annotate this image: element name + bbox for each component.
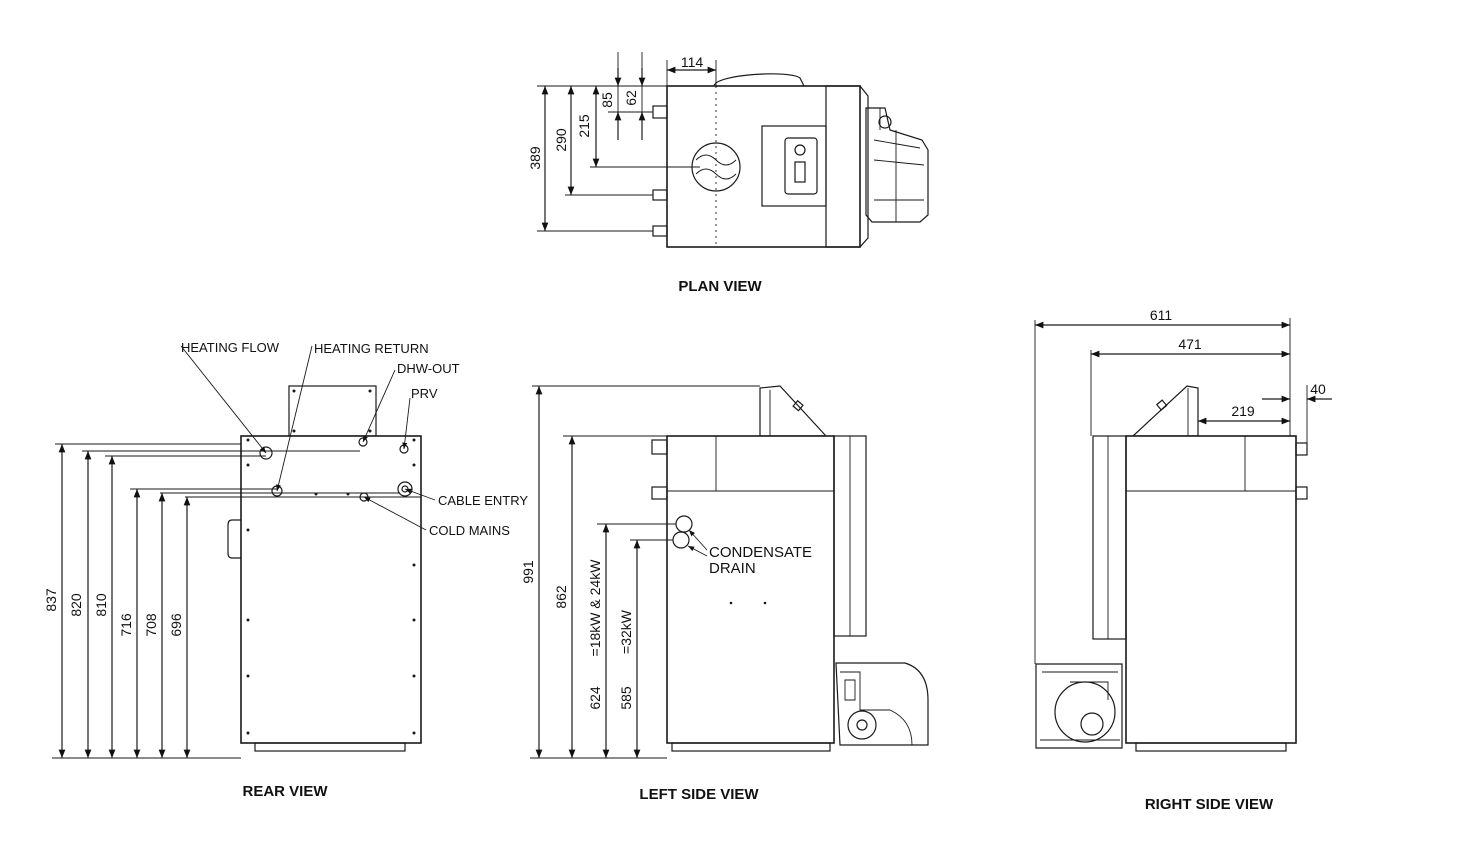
- dim-left-862: 862: [553, 585, 569, 609]
- label-dhw-out: DHW-OUT: [397, 361, 460, 376]
- dim-plan-85: 85: [599, 92, 615, 108]
- dim-plan-290: 290: [553, 128, 569, 152]
- plan-burner: [865, 107, 929, 223]
- dim-plan-215: 215: [576, 114, 592, 138]
- label-cable-entry: CABLE ENTRY: [438, 493, 528, 508]
- heating-flow-connection: [259, 446, 273, 460]
- dim-rear-810: 810: [93, 593, 109, 617]
- dim-right-40: 40: [1310, 381, 1326, 397]
- dim-rear-716: 716: [118, 613, 134, 637]
- dim-rear-708: 708: [143, 613, 159, 637]
- plan-view-title: PLAN VIEW: [678, 278, 762, 295]
- right-side-view: 611 471 219 40 RIGHT SIDE VIEW: [1034, 307, 1332, 813]
- right-boiler-body: [1125, 435, 1297, 744]
- dim-plan-389: 389: [527, 146, 543, 170]
- plan-boiler-body: [666, 85, 861, 248]
- dim-right-471: 471: [1178, 336, 1202, 352]
- label-drain: DRAIN: [709, 560, 756, 577]
- label-prv: PRV: [411, 386, 438, 401]
- dim-left-585: 585: [618, 686, 634, 710]
- left-boiler-body: [666, 435, 835, 744]
- plan-control-panel: [761, 125, 827, 207]
- plan-view: 114 389 290 215 85 62 PLAN VIEW: [527, 52, 929, 295]
- dim-plan-62: 62: [623, 90, 639, 106]
- note-left-18-24kw: =18kW & 24kW: [587, 559, 603, 657]
- rear-boiler-body: [240, 435, 422, 744]
- left-side-view-title: LEFT SIDE VIEW: [639, 786, 759, 803]
- dim-rear-820: 820: [68, 593, 84, 617]
- right-side-view-title: RIGHT SIDE VIEW: [1145, 796, 1274, 813]
- dim-plan-114: 114: [681, 54, 704, 70]
- label-heating-return: HEATING RETURN: [314, 341, 429, 356]
- label-cold-mains: COLD MAINS: [429, 523, 510, 538]
- dim-left-991: 991: [520, 560, 536, 584]
- dim-rear-696: 696: [168, 613, 184, 637]
- cable-entry-connection: [397, 481, 413, 497]
- right-burner: [1035, 663, 1123, 749]
- dim-rear-837: 837: [43, 588, 59, 612]
- left-burner: [835, 662, 929, 746]
- rear-view-title: REAR VIEW: [242, 783, 328, 800]
- rear-flue-box: [288, 385, 377, 437]
- note-left-32kw: =32kW: [618, 609, 634, 654]
- dim-left-624: 624: [587, 686, 603, 710]
- rear-view: 837 820 810 716 708 696 HEATING FLOW HEA…: [43, 340, 528, 800]
- dim-right-611: 611: [1150, 307, 1173, 323]
- label-heating-flow: HEATING FLOW: [181, 340, 280, 355]
- left-side-view: 991 862 624 =18kW & 24kW 585 =32kW CONDE…: [520, 385, 929, 803]
- dim-right-219: 219: [1231, 403, 1255, 419]
- label-condensate: CONDENSATE: [709, 544, 812, 561]
